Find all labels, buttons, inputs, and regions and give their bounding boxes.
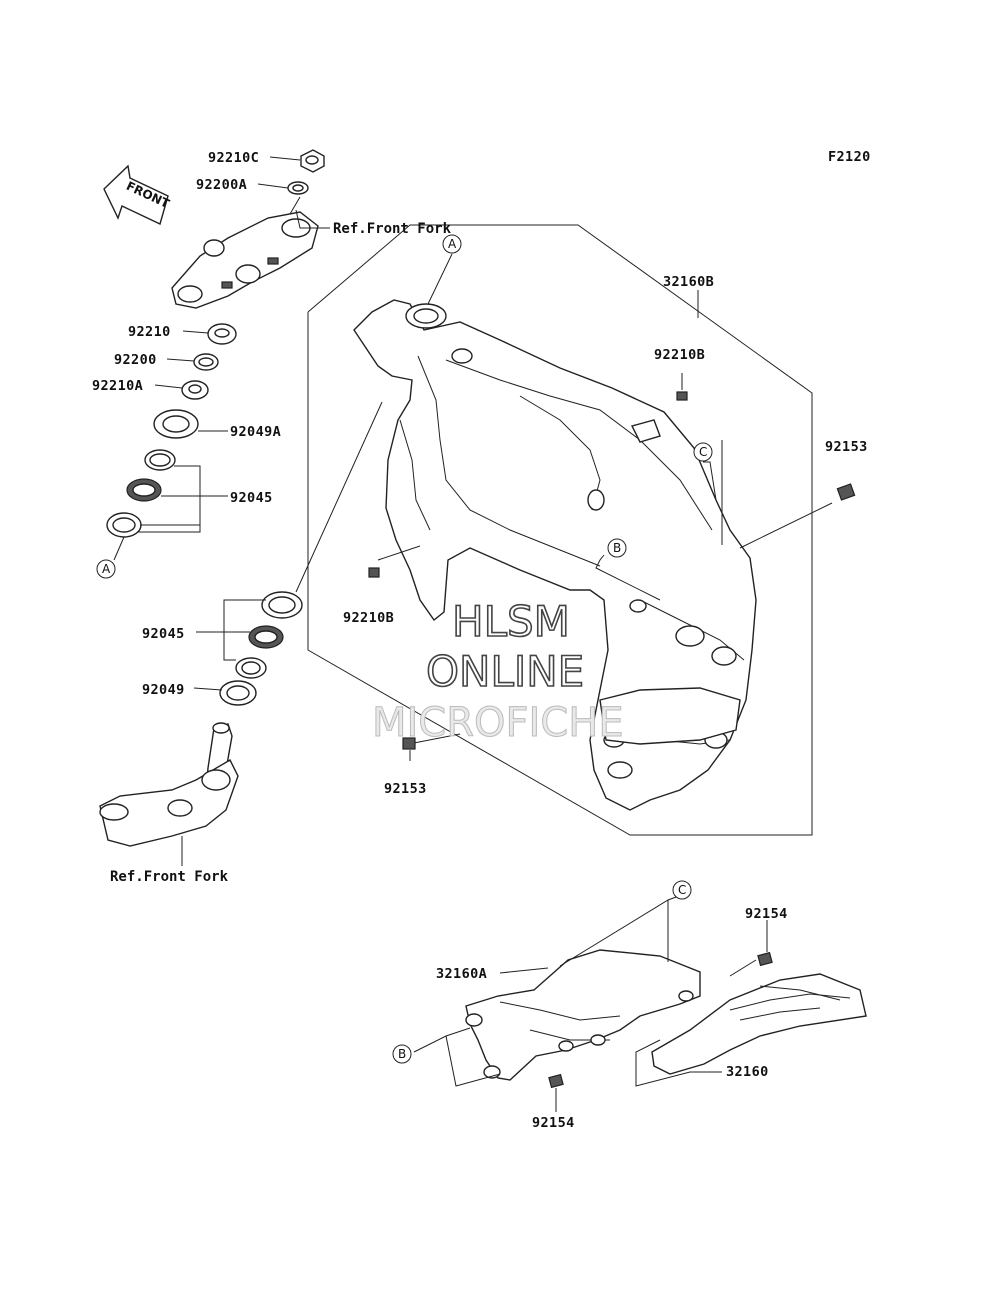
circle-a-frame: A — [442, 234, 462, 254]
diagram-code: F2120 — [828, 149, 871, 165]
label-92045-top: 92045 — [230, 490, 273, 506]
label-92153-bottom: 92153 — [384, 781, 427, 797]
label-92153-right: 92153 — [825, 439, 868, 455]
label-92049: 92049 — [142, 682, 185, 698]
circle-b-frame: B — [607, 538, 627, 558]
bolt-92153-right — [836, 483, 856, 501]
svg-text:ONLINE: ONLINE — [426, 647, 584, 696]
leader-lines-frame — [377, 253, 833, 761]
upper-triple-clamp — [171, 211, 319, 309]
label-92200: 92200 — [114, 352, 157, 368]
frame-boundary-lines — [307, 224, 813, 836]
label-32160: 32160 — [726, 1064, 769, 1080]
label-32160b: 32160B — [663, 274, 714, 290]
circle-c-sub: C — [672, 880, 692, 900]
watermark: HLSM ONLINE MICROFICHE — [372, 596, 625, 746]
front-direction-arrow: FRONT — [103, 164, 172, 225]
subframe-32160a — [465, 949, 701, 1081]
label-92049a: 92049A — [230, 424, 281, 440]
label-92210b-right: 92210B — [654, 347, 705, 363]
bolts-subframe — [548, 951, 773, 1089]
svg-text:A: A — [102, 562, 111, 576]
svg-text:A: A — [448, 237, 457, 251]
bolt-92153-bottom — [402, 737, 416, 750]
leader-lines-left — [113, 156, 383, 866]
label-92210c: 92210C — [208, 150, 259, 166]
bolt-92154-bottom — [548, 1073, 564, 1089]
svg-text:B: B — [398, 1047, 406, 1061]
svg-text:C: C — [678, 883, 686, 897]
label-32160a: 32160A — [436, 966, 487, 982]
label-ref-front-fork-top: Ref.Front Fork — [333, 221, 452, 237]
label-ref-front-fork-bottom: Ref.Front Fork — [110, 869, 229, 885]
tail-cowl-32160 — [651, 973, 867, 1075]
label-92154-bottom: 92154 — [532, 1115, 575, 1131]
bolt-92210b-right — [676, 391, 688, 401]
svg-text:B: B — [613, 541, 621, 555]
svg-text:MICROFICHE: MICROFICHE — [372, 700, 624, 746]
main-frame-32160b — [353, 299, 757, 811]
label-92154-top: 92154 — [745, 906, 788, 922]
circle-b-sub: B — [392, 1044, 412, 1064]
steering-parts-group — [106, 149, 325, 538]
label-92200a: 92200A — [196, 177, 247, 193]
bolt-92210b-left — [368, 567, 380, 578]
bolts-frame — [368, 391, 856, 750]
lower-bearing-group — [219, 591, 303, 706]
label-92045-mid: 92045 — [142, 626, 185, 642]
label-92210a: 92210A — [92, 378, 143, 394]
svg-text:C: C — [699, 445, 707, 459]
label-92210: 92210 — [128, 324, 171, 340]
label-92210b-left: 92210B — [343, 610, 394, 626]
steering-stem-lower-clamp — [99, 722, 239, 847]
bolt-92154-top — [757, 951, 773, 967]
circle-c-frame: C — [693, 442, 713, 462]
svg-text:HLSM: HLSM — [452, 597, 570, 646]
circle-a-left: A — [96, 559, 116, 579]
